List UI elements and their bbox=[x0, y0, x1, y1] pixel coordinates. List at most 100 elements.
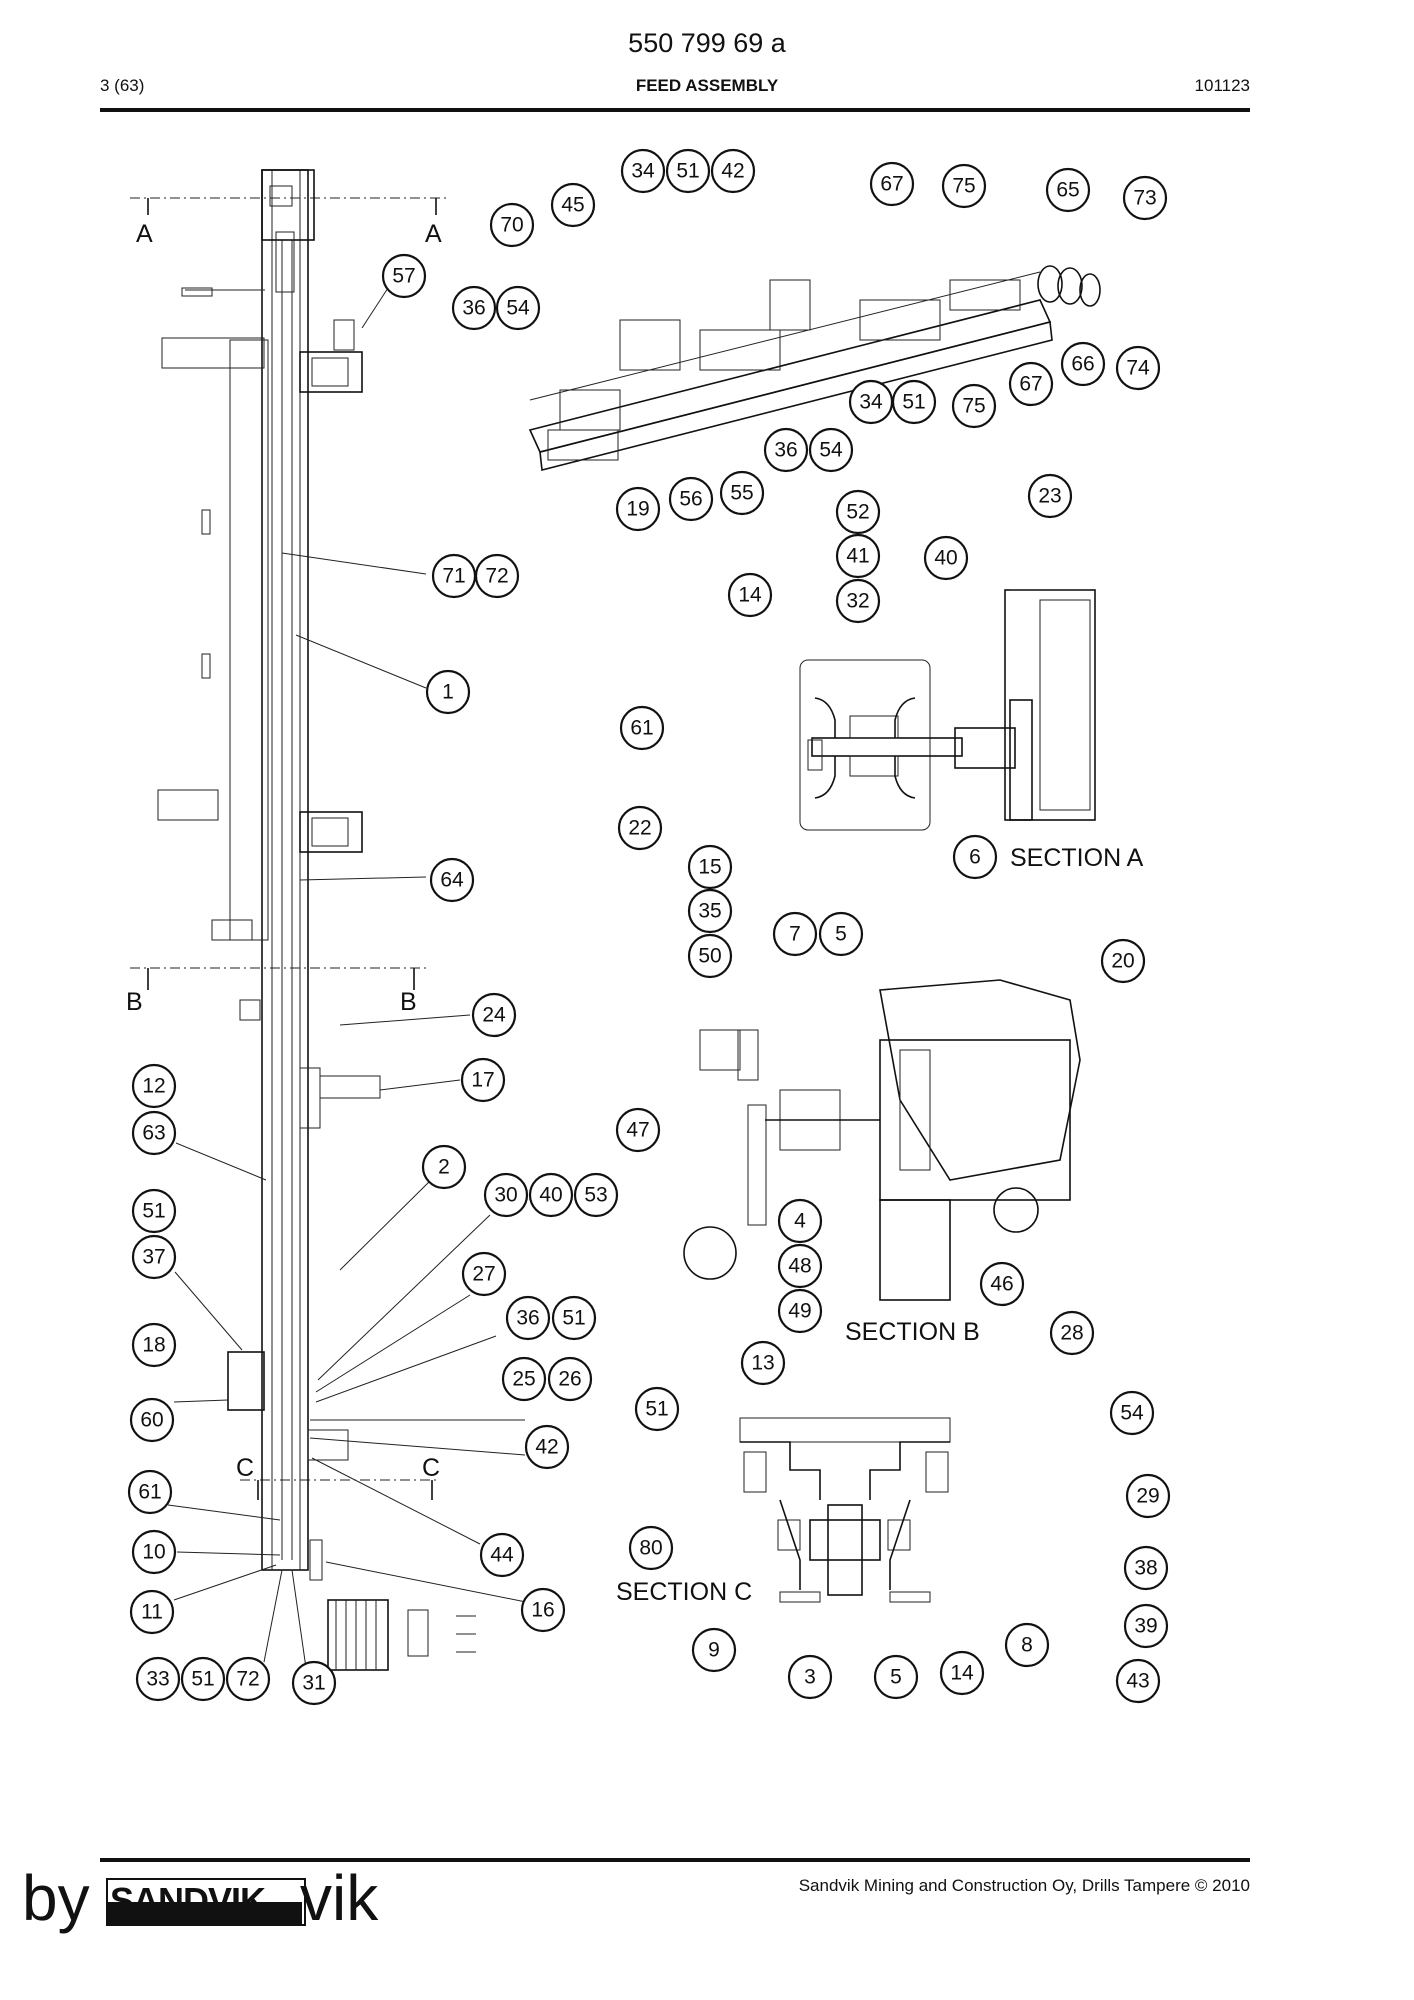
svg-text:10: 10 bbox=[142, 1541, 165, 1564]
callout-65: 65 bbox=[1045, 167, 1091, 213]
svg-text:17: 17 bbox=[471, 1069, 494, 1092]
svg-text:34: 34 bbox=[631, 160, 655, 183]
svg-text:72: 72 bbox=[236, 1668, 259, 1691]
callout-53: 53 bbox=[573, 1172, 619, 1218]
svg-text:64: 64 bbox=[440, 869, 464, 892]
callout-34: 34 bbox=[848, 379, 894, 425]
callout-25: 25 bbox=[501, 1356, 547, 1402]
svg-text:6: 6 bbox=[969, 846, 981, 869]
callout-72: 72 bbox=[474, 553, 520, 599]
document-number: 550 799 69 a bbox=[628, 28, 786, 58]
callout-23: 23 bbox=[1027, 473, 1073, 519]
callout-9: 9 bbox=[691, 1627, 737, 1673]
callout-51: 51 bbox=[180, 1656, 226, 1702]
svg-text:67: 67 bbox=[880, 173, 903, 196]
svg-text:50: 50 bbox=[698, 945, 721, 968]
callout-5: 5 bbox=[818, 911, 864, 957]
callout-52: 52 bbox=[835, 489, 881, 535]
callout-18: 18 bbox=[131, 1322, 177, 1368]
callout-42: 42 bbox=[710, 148, 756, 194]
svg-text:51: 51 bbox=[562, 1307, 585, 1330]
callout-44: 44 bbox=[479, 1532, 525, 1578]
section-a-title: SECTION A bbox=[1010, 844, 1144, 872]
svg-text:12: 12 bbox=[142, 1075, 165, 1098]
callout-56: 56 bbox=[668, 476, 714, 522]
svg-text:45: 45 bbox=[561, 194, 584, 217]
callout-32: 32 bbox=[835, 578, 881, 624]
svg-text:7: 7 bbox=[789, 923, 801, 946]
svg-text:40: 40 bbox=[539, 1184, 562, 1207]
cut-label-a-left: A bbox=[136, 220, 153, 248]
header-rule bbox=[100, 108, 1250, 112]
callout-51: 51 bbox=[665, 148, 711, 194]
svg-text:25: 25 bbox=[512, 1368, 535, 1391]
callout-22: 22 bbox=[617, 805, 663, 851]
section-a-view bbox=[799, 589, 1096, 831]
callout-74: 74 bbox=[1115, 345, 1161, 391]
svg-text:36: 36 bbox=[774, 439, 797, 462]
svg-text:14: 14 bbox=[950, 1662, 974, 1685]
svg-text:41: 41 bbox=[846, 545, 869, 568]
svg-text:61: 61 bbox=[630, 717, 653, 740]
callout-17: 17 bbox=[460, 1057, 506, 1103]
svg-text:33: 33 bbox=[146, 1668, 169, 1691]
watermark-suffix: vik bbox=[300, 1862, 379, 1934]
feed-beam-view bbox=[130, 169, 476, 1671]
cut-label-b-right: B bbox=[400, 988, 417, 1016]
callout-26: 26 bbox=[547, 1356, 593, 1402]
callout-14: 14 bbox=[939, 1650, 985, 1696]
callout-51: 51 bbox=[551, 1295, 597, 1341]
callout-39: 39 bbox=[1123, 1603, 1169, 1649]
svg-text:1: 1 bbox=[442, 681, 454, 704]
svg-text:75: 75 bbox=[962, 395, 985, 418]
svg-text:71: 71 bbox=[442, 565, 465, 588]
feed-isometric-view bbox=[528, 265, 1101, 472]
svg-text:23: 23 bbox=[1038, 485, 1061, 508]
svg-text:14: 14 bbox=[738, 584, 762, 607]
callout-37: 37 bbox=[131, 1234, 177, 1280]
svg-text:75: 75 bbox=[952, 175, 975, 198]
callout-66: 66 bbox=[1060, 341, 1106, 387]
callout-36: 36 bbox=[505, 1295, 551, 1341]
callout-14: 14 bbox=[727, 572, 773, 618]
svg-text:51: 51 bbox=[191, 1668, 214, 1691]
svg-text:70: 70 bbox=[500, 214, 523, 237]
callout-60: 60 bbox=[129, 1397, 175, 1443]
callout-1: 1 bbox=[425, 669, 471, 715]
callout-75: 75 bbox=[951, 383, 997, 429]
svg-text:67: 67 bbox=[1019, 373, 1042, 396]
svg-text:42: 42 bbox=[535, 1436, 558, 1459]
svg-text:8: 8 bbox=[1021, 1634, 1033, 1657]
svg-text:74: 74 bbox=[1126, 357, 1150, 380]
callout-40: 40 bbox=[528, 1172, 574, 1218]
callout-47: 47 bbox=[615, 1107, 661, 1153]
callout-54: 54 bbox=[808, 427, 854, 473]
callout-27: 27 bbox=[461, 1251, 507, 1297]
svg-text:35: 35 bbox=[698, 900, 721, 923]
callout-13: 13 bbox=[740, 1340, 786, 1386]
svg-text:29: 29 bbox=[1136, 1485, 1159, 1508]
svg-text:65: 65 bbox=[1056, 179, 1079, 202]
callout-73: 73 bbox=[1122, 175, 1168, 221]
callout-5: 5 bbox=[873, 1654, 919, 1700]
svg-text:13: 13 bbox=[751, 1352, 774, 1375]
svg-text:28: 28 bbox=[1060, 1322, 1083, 1345]
svg-text:47: 47 bbox=[626, 1119, 649, 1142]
callout-55: 55 bbox=[719, 470, 765, 516]
svg-text:3: 3 bbox=[804, 1666, 816, 1689]
svg-text:31: 31 bbox=[302, 1672, 325, 1695]
callout-50: 50 bbox=[687, 933, 733, 979]
callout-2: 2 bbox=[421, 1144, 467, 1190]
copyright-text: Sandvik Mining and Construction Oy, Dril… bbox=[798, 1876, 1250, 1895]
callout-64: 64 bbox=[429, 857, 475, 903]
callout-10: 10 bbox=[131, 1529, 177, 1575]
callout-51: 51 bbox=[131, 1188, 177, 1234]
svg-text:63: 63 bbox=[142, 1122, 165, 1145]
callout-41: 41 bbox=[835, 533, 881, 579]
svg-text:72: 72 bbox=[485, 565, 508, 588]
callout-49: 49 bbox=[777, 1288, 823, 1334]
svg-text:51: 51 bbox=[676, 160, 699, 183]
svg-text:36: 36 bbox=[462, 297, 485, 320]
svg-text:37: 37 bbox=[142, 1246, 165, 1269]
